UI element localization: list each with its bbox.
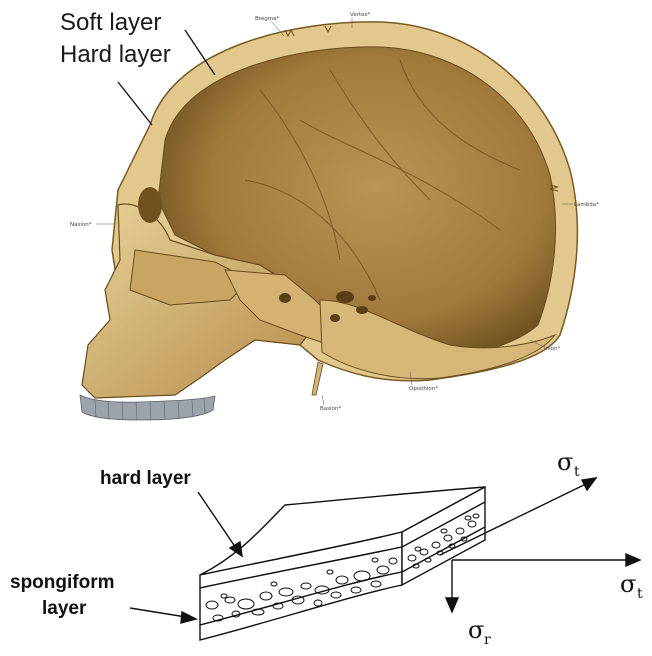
spongiform-arrow-head: [181, 612, 196, 623]
lambda-label: Lambda*: [574, 202, 599, 208]
skull-illustration: [80, 22, 577, 420]
soft-layer-label: Soft layer: [60, 9, 161, 36]
basion-label: Basion*: [320, 406, 341, 412]
spongiform-arrow-line: [130, 608, 186, 617]
teeth: [80, 395, 215, 420]
inion-label: Inion*: [544, 346, 560, 352]
basion-pointer: [322, 395, 324, 405]
spongiform-label-line2: layer: [42, 598, 87, 619]
hard-layer-arrow-line: [198, 492, 236, 548]
layer-diagram: [200, 487, 485, 640]
frontal-sinus: [138, 187, 162, 223]
sigma-t-diagonal-subscript: t: [574, 464, 580, 480]
sigma-t-horizontal-subscript: t: [637, 586, 643, 602]
sigma-t-diagonal-head: [582, 478, 596, 490]
sigma-r-symbol: σ: [468, 616, 484, 644]
sigma-t-diagonal-symbol: σ: [557, 448, 573, 476]
sigma-r-subscript: r: [484, 632, 491, 648]
nasion-label: Nasion*: [70, 222, 92, 228]
sigma-r-head: [446, 598, 458, 612]
vertex-label: Vertex*: [350, 12, 371, 18]
styloid-process: [312, 362, 323, 395]
sigma-t-horizontal-symbol: σ: [620, 570, 636, 598]
hard-layer-pointer: [118, 82, 152, 125]
sigma-t-horizontal-head: [626, 554, 640, 566]
opisthion-label: Opisthion*: [409, 386, 438, 392]
bregma-label: Bregma*: [255, 16, 280, 22]
hard-layer-label: Hard layer: [60, 41, 171, 68]
spongiform-label-line1: spongiform: [10, 572, 115, 593]
hard-layer-diagram-label: hard layer: [100, 468, 191, 489]
